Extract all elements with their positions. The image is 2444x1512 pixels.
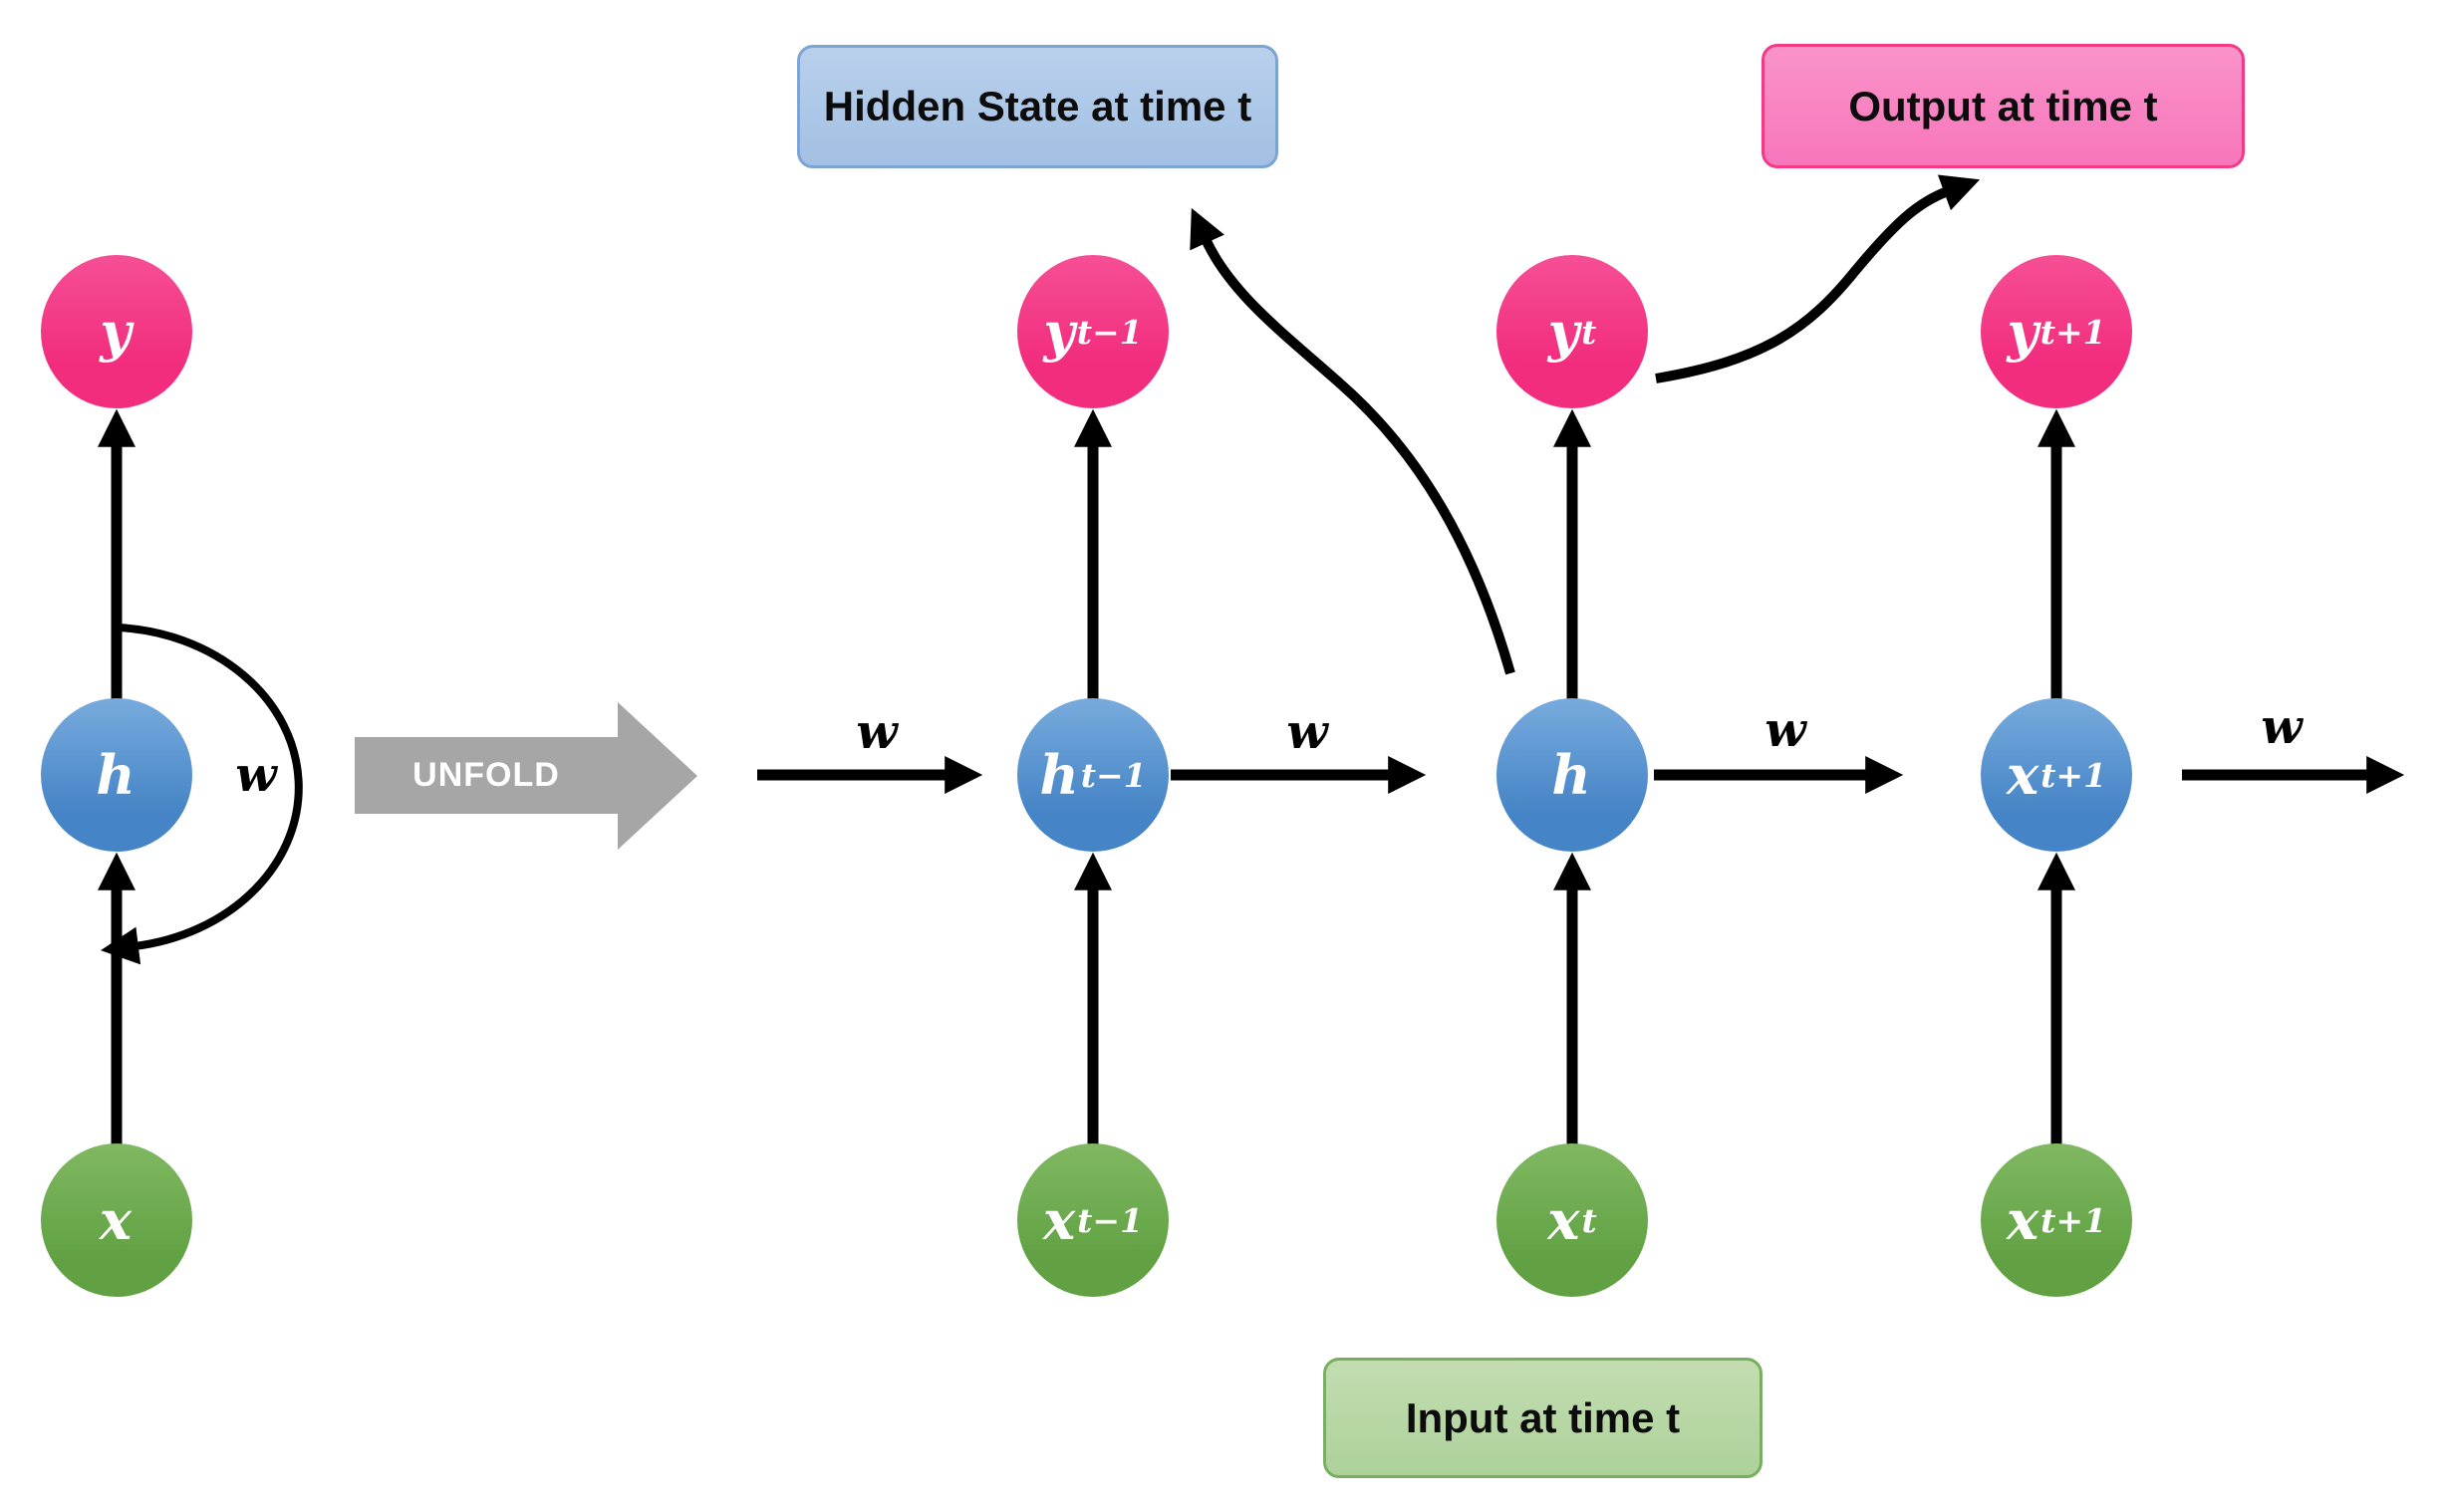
- weight-label-4: w: [2261, 699, 2303, 755]
- weight-label-3: w: [1765, 702, 1806, 758]
- weight-label-loop: w: [235, 747, 277, 803]
- folded-output-node: y: [41, 255, 192, 408]
- node-label: h: [96, 743, 136, 807]
- annotation-hidden-state-box: Hidden State at time t: [797, 45, 1278, 168]
- weight-label-2: w: [1286, 704, 1328, 760]
- node-label: h: [1039, 743, 1079, 807]
- annotation-input-label: Input at time t: [1405, 1393, 1681, 1441]
- node-label: x: [1042, 1188, 1076, 1252]
- annotation-input-box: Input at time t: [1323, 1358, 1763, 1478]
- recurrent-loop-arrow: [101, 624, 303, 965]
- folded-hidden-node: h: [41, 698, 192, 852]
- node-label: y: [2007, 300, 2038, 364]
- node-label: x: [1547, 1188, 1580, 1252]
- unfold-label: UNFOLD: [412, 756, 560, 794]
- node-label: x: [99, 1188, 133, 1252]
- node-label: y: [100, 300, 132, 364]
- hidden-state-pointer-arrow: [1190, 207, 1515, 675]
- node-label: x: [2006, 1188, 2039, 1252]
- node-label: x: [2006, 743, 2039, 807]
- annotation-hidden-state-label: Hidden State at time t: [823, 83, 1252, 129]
- folded-input-node: x: [41, 1143, 192, 1297]
- output-pointer-arrow: [1655, 174, 1981, 383]
- weight-label-1: w: [856, 704, 898, 760]
- node-label: y: [1043, 300, 1075, 364]
- annotation-output-label: Output at time t: [1848, 82, 2158, 129]
- hidden-node-t: h: [1496, 698, 1648, 852]
- annotation-output-box: Output at time t: [1762, 44, 2245, 168]
- node-label: y: [1547, 300, 1580, 364]
- node-label: h: [1551, 743, 1591, 807]
